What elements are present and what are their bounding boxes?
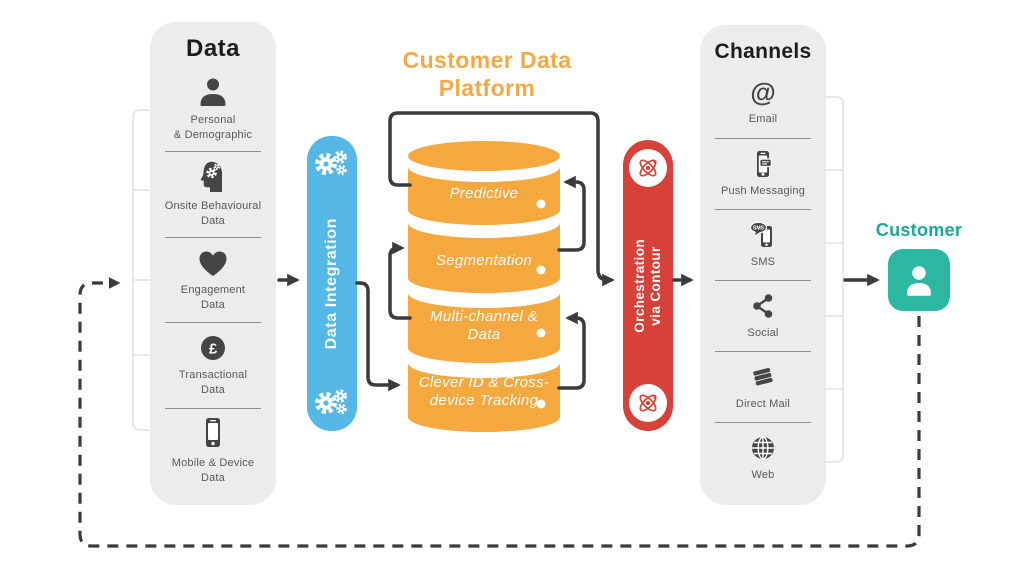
svg-text:@: @ [750, 79, 775, 107]
pound-coin-icon: £ [201, 335, 225, 360]
push-notification-icon [757, 151, 772, 177]
data-item-label: Transactional Data [178, 368, 248, 396]
heart-icon [199, 251, 227, 276]
channel-item-direct-mail: Direct Mail [700, 352, 826, 422]
data-panel: Data Personal & Demographic Onsite Behav… [150, 22, 276, 505]
user-icon [200, 78, 226, 106]
orchestration-label: Orchestration via Contour [632, 238, 663, 333]
atom-icon [639, 394, 657, 412]
customer-person-icon [907, 266, 931, 296]
channels-panel: Channels @ Email Push Messaging [700, 25, 826, 505]
divider [715, 209, 811, 210]
arrow-segmentation-to-predictive [557, 175, 586, 252]
channels-bracket [823, 96, 844, 463]
atom-badge [629, 383, 667, 422]
gears-icon [315, 389, 347, 415]
divider [715, 280, 811, 281]
divider [165, 236, 261, 238]
email-at-icon: @ [750, 79, 775, 107]
customer-label: Customer [875, 220, 963, 240]
channel-item-label: Social [747, 327, 779, 339]
atom-icon [639, 159, 657, 177]
data-bracket [132, 109, 150, 431]
data-item-mobile-device: Mobile & Device Data [150, 409, 276, 493]
channel-item-web: Web [700, 423, 826, 493]
share-icon [753, 294, 773, 318]
channel-item-push-messaging: Push Messaging [700, 139, 826, 209]
arrow-tracking-to-multichannel [557, 311, 586, 390]
data-item-personal-demographic: Personal & Demographic [150, 67, 276, 151]
data-panel-items: Personal & Demographic Onsite Behavioura… [150, 63, 276, 505]
data-item-label: Personal & Demographic [173, 113, 253, 141]
svg-text:£: £ [209, 340, 218, 357]
data-panel-title: Data [185, 35, 241, 62]
divider [165, 151, 261, 153]
data-item-onsite-behavioural: Onsite Behavioural Data [150, 152, 276, 236]
data-item-label: Onsite Behavioural Data [164, 200, 262, 228]
data-item-engagement: Engagement Data [150, 238, 276, 322]
cylinder-label-segmentation: Segmentation [435, 252, 533, 269]
channel-item-label: Web [751, 469, 775, 481]
data-item-label: Mobile & Device Data [171, 457, 255, 485]
head-gears-icon [200, 161, 222, 193]
channels-panel-items: @ Email Push Messaging [700, 64, 826, 505]
arrow-integration-to-tracking [355, 281, 401, 392]
data-integration-bar: Data Integration [307, 136, 357, 431]
data-item-label: Engagement Data [180, 283, 246, 311]
book-icon [753, 367, 773, 386]
orchestration-bar: Orchestration via Contour [623, 140, 673, 431]
channel-item-label: Direct Mail [735, 398, 791, 410]
page-title: Customer Data Platform [402, 47, 572, 101]
sms-phone-icon: SMS [749, 221, 772, 247]
cylinder-top [408, 141, 560, 171]
channel-item-email: @ Email [700, 68, 826, 138]
channels-panel-title: Channels [714, 40, 812, 63]
channel-item-label: Push Messaging [720, 185, 806, 197]
svg-text:SMS: SMS [753, 225, 765, 231]
globe-icon [752, 436, 774, 460]
channel-item-label: SMS [750, 256, 776, 268]
customer-box [888, 249, 950, 311]
channel-item-social: Social [700, 281, 826, 351]
cylinder-label-multichannel: Multi-channel & Data [430, 308, 538, 343]
cylinder-label-tracking: Clever ID & Cross- device Tracking [418, 374, 550, 409]
data-integration-label: Data Integration [323, 217, 340, 350]
divider [715, 138, 811, 139]
channel-item-label: Email [748, 113, 778, 125]
data-item-transactional: £ Transactional Data [150, 323, 276, 407]
cylinder-label-predictive: Predictive [449, 185, 519, 202]
channel-item-sms: SMS SMS [700, 210, 826, 280]
gears-icon [315, 150, 347, 176]
smartphone-icon [206, 418, 220, 448]
atom-badge [629, 149, 667, 187]
